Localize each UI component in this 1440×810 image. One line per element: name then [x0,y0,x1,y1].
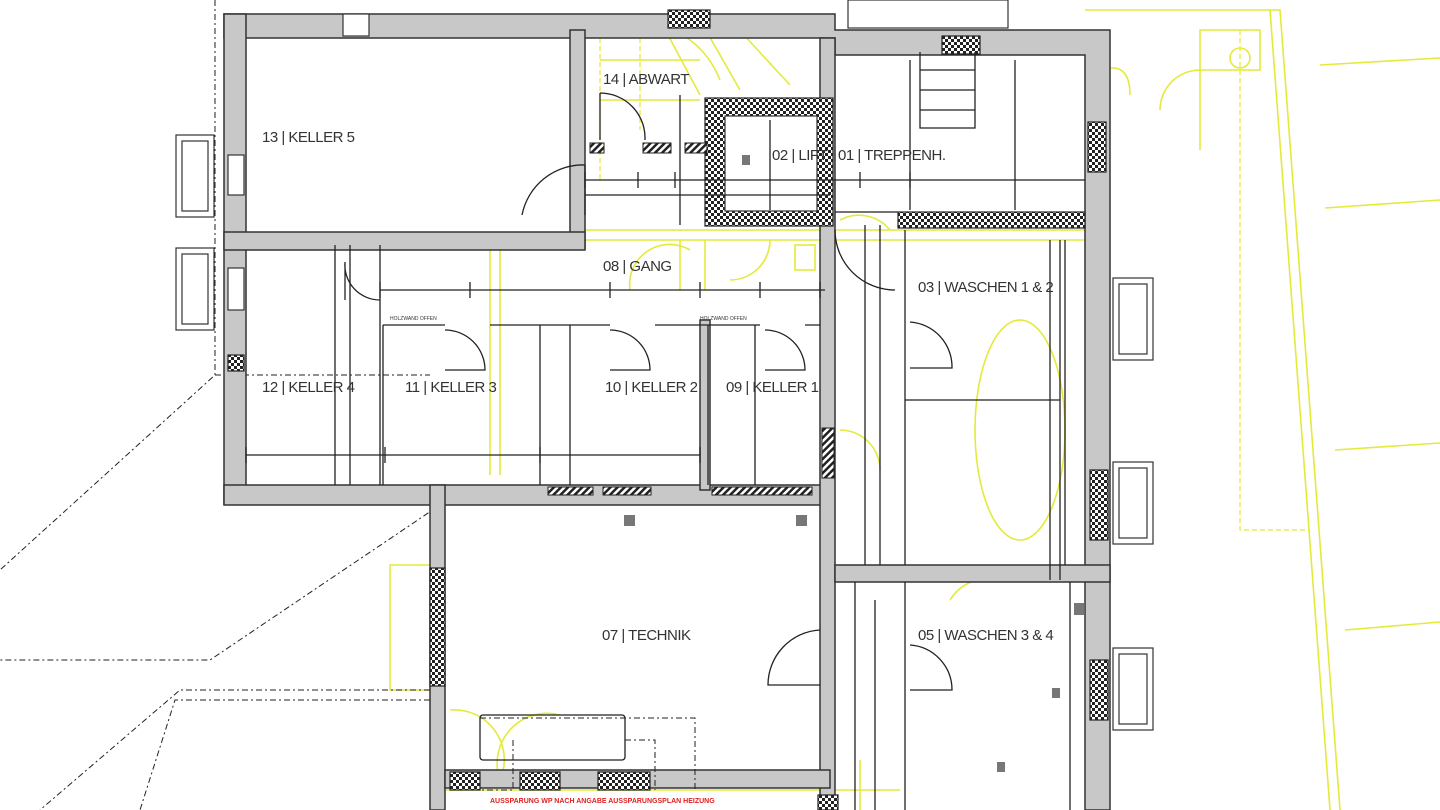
svg-text:13 | KELLER 5: 13 | KELLER 5 [262,129,355,146]
svg-text:05 | WASCHEN 3 & 4: 05 | WASCHEN 3 & 4 [918,627,1053,644]
svg-text:12 | KELLER 4: 12 | KELLER 4 [262,379,355,396]
svg-text:07 | TECHNIK: 07 | TECHNIK [602,627,691,644]
note-holzwand-2: HOLZWAND OFFEN [700,316,747,322]
note-holzwand-1: HOLZWAND OFFEN [390,316,437,322]
svg-text:11 | KELLER 3: 11 | KELLER 3 [405,379,497,396]
partitions [382,52,1061,810]
window-wells [175,0,1154,731]
dimension-lines [245,95,1085,810]
svg-text:01 | TREPPENH.: 01 | TREPPENH. [838,147,946,164]
doors [344,92,953,691]
columns [624,155,1084,772]
svg-text:09 | KELLER 1: 09 | KELLER 1 [726,379,819,396]
room-label-13: 13 [262,129,278,146]
svg-text:10 | KELLER 2: 10 | KELLER 2 [605,379,698,396]
svg-text:02 | LIFT: 02 | LIFT [772,147,828,164]
site-lines [0,0,441,810]
svg-text:03 | WASCHEN 1 & 2: 03 | WASCHEN 1 & 2 [918,279,1053,296]
walls [223,9,1111,810]
svg-text:14 | ABWART: 14 | ABWART [603,71,689,88]
svg-text:08 | GANG: 08 | GANG [603,258,672,275]
note-aussparung: AUSSPARUNG WP NACH ANGABE AUSSPARUNGSPLA… [490,798,715,805]
room-labels: 13 | KELLER 5 14 | ABWART 02 | LIFT 01 |… [262,71,1054,805]
